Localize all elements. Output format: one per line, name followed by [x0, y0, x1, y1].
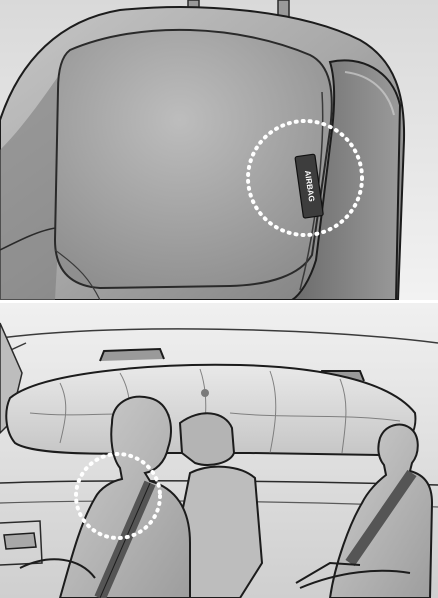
curtain-airbag-illustration	[0, 303, 438, 598]
door-handle	[4, 533, 36, 549]
seat-illustration: AIRBAG	[0, 0, 438, 300]
cabin-illustration	[0, 303, 438, 598]
seat-center-panel	[55, 30, 332, 288]
rear-headrest	[180, 413, 234, 465]
seat-airbag-illustration: AIRBAG	[0, 0, 438, 300]
